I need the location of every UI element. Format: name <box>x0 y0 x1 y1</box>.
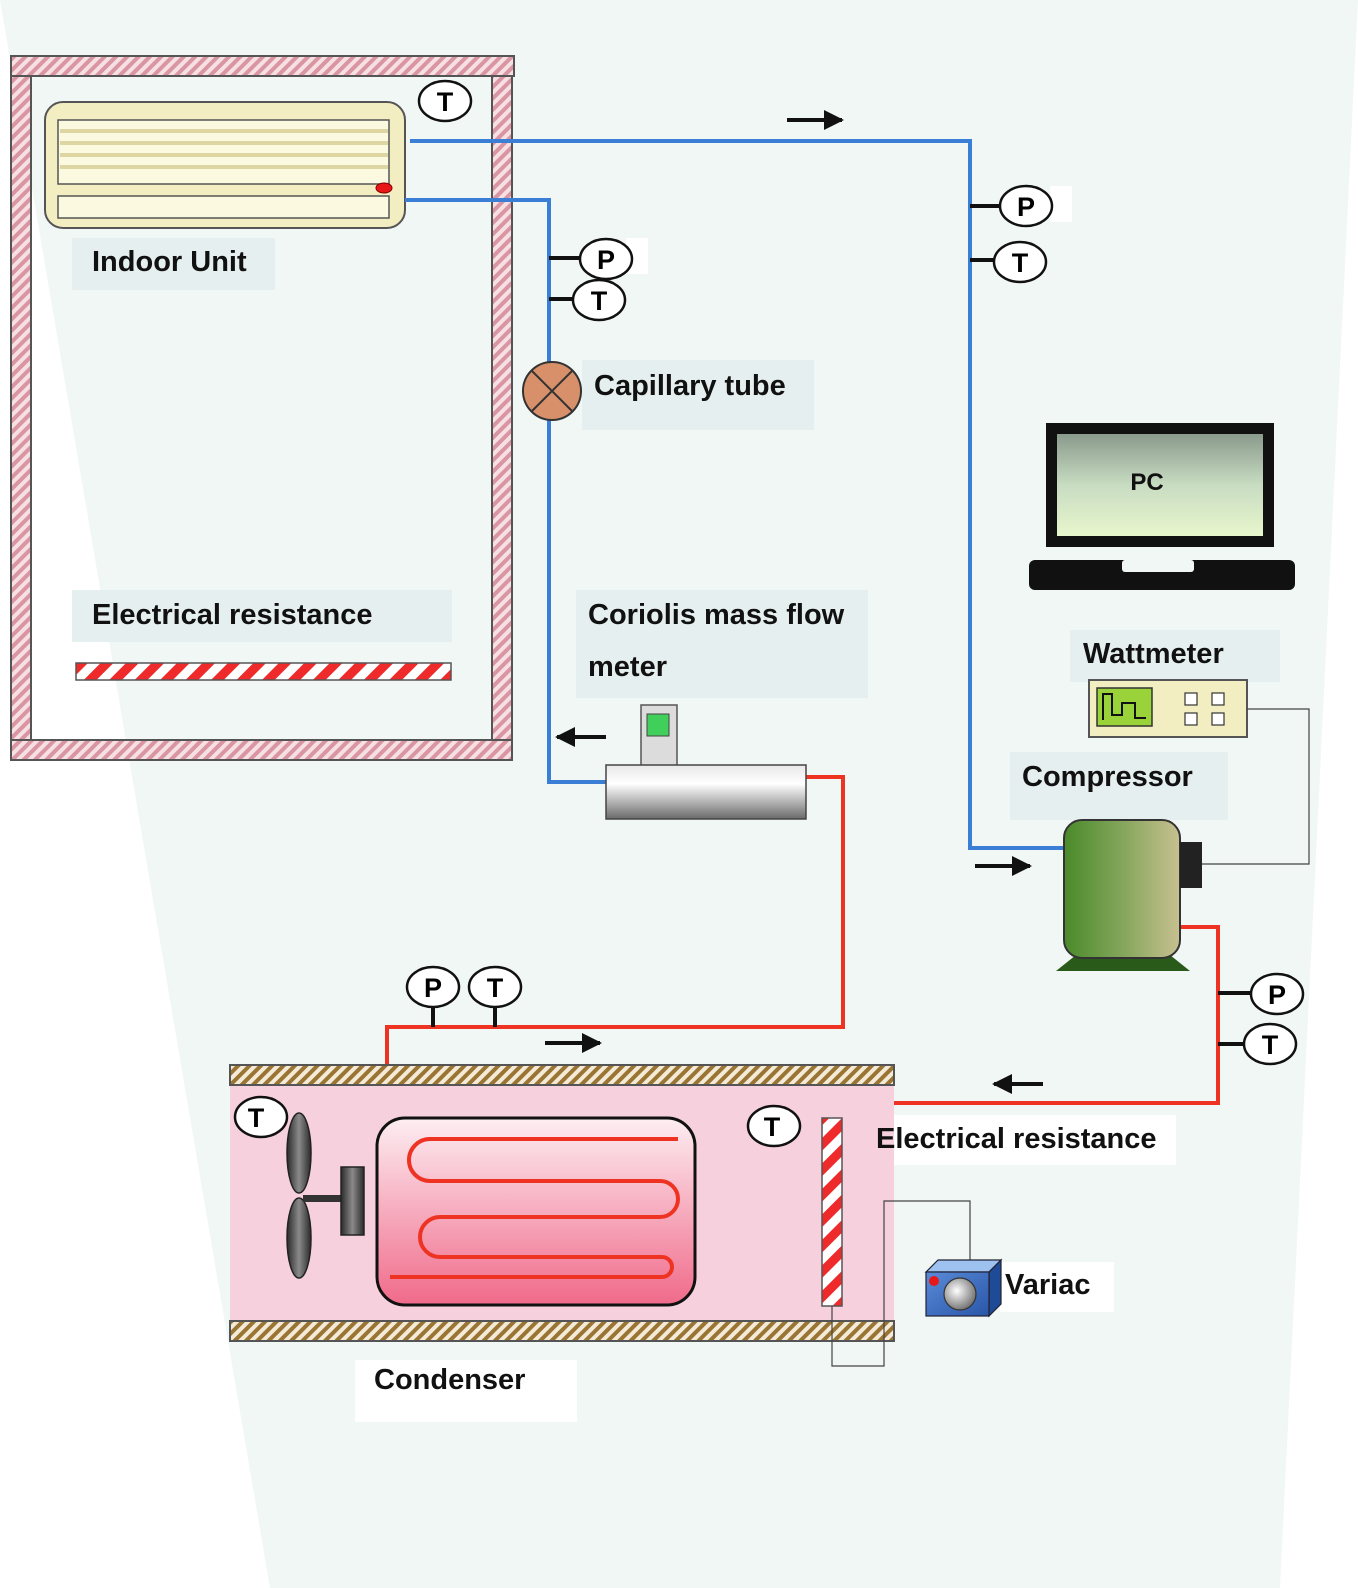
svg-text:T: T <box>487 973 504 1003</box>
condenser-electrical-resistance <box>821 1117 843 1307</box>
pc-label: PC <box>1130 469 1163 496</box>
compressor <box>1056 819 1202 971</box>
condenser-label: Condenser <box>374 1364 525 1396</box>
condenser-fan <box>286 1112 365 1279</box>
wattmeter-wire <box>1200 708 1310 865</box>
svg-text:T: T <box>437 87 454 117</box>
compressor-label: Compressor <box>1022 761 1193 793</box>
indoor-resistance-label: Electrical resistance <box>92 599 373 631</box>
capillary-tube-label: Capillary tube <box>594 370 786 402</box>
condenser-resistance-label: Electrical resistance <box>876 1123 1157 1155</box>
variac <box>924 1258 1003 1318</box>
svg-text:T: T <box>764 1112 781 1142</box>
labels: Indoor Unit Capillary tube Electrical re… <box>92 246 1224 1396</box>
svg-text:P: P <box>1017 192 1035 222</box>
wattmeter-label: Wattmeter <box>1083 638 1224 670</box>
label-panels <box>72 238 1280 1422</box>
variac-label: Variac <box>1005 1269 1090 1301</box>
coriolis-label-line2: meter <box>588 651 667 683</box>
wattmeter <box>1088 679 1248 738</box>
flow-arrows <box>545 110 1043 1094</box>
indoor-temperature-sensor: T <box>417 79 473 123</box>
svg-text:P: P <box>424 973 442 1003</box>
svg-text:P: P <box>1268 980 1286 1010</box>
indoor-unit <box>44 101 406 229</box>
suction-temperature-sensor: T <box>970 240 1048 284</box>
coriolis-label-line1: Coriolis mass flow <box>588 599 845 631</box>
svg-text:T: T <box>1012 248 1029 278</box>
indoor-room <box>10 55 515 761</box>
indoor-electrical-resistance <box>75 662 452 681</box>
condenser-air-outlet-temperature-sensor: T <box>746 1104 802 1148</box>
sensors: T P T P T P <box>233 79 1305 1148</box>
capillary-tube-valve <box>522 361 582 421</box>
low-pressure-lines <box>405 139 1065 850</box>
discharge-pressure-sensor: P <box>1218 972 1305 1016</box>
condenser-air-inlet-temperature-sensor: T <box>233 1095 289 1139</box>
indoor-unit-label: Indoor Unit <box>92 246 247 278</box>
condenser-outlet-pressure-sensor: P <box>405 965 461 1027</box>
condenser-coil <box>375 1116 697 1307</box>
suction-pressure-sensor: P <box>970 184 1072 228</box>
svg-text:P: P <box>597 245 615 275</box>
svg-text:T: T <box>248 1103 265 1133</box>
liquid-line-pressure-sensor: P <box>549 237 648 281</box>
liquid-line-temperature-sensor: T <box>549 278 627 322</box>
coriolis-mass-flow-meter <box>605 704 807 820</box>
pc <box>1029 423 1295 590</box>
variac-wire <box>831 1200 971 1367</box>
svg-text:T: T <box>591 286 608 316</box>
discharge-temperature-sensor: T <box>1218 1022 1298 1066</box>
condenser-outlet-temperature-sensor: T <box>467 965 523 1027</box>
svg-text:T: T <box>1262 1030 1279 1060</box>
